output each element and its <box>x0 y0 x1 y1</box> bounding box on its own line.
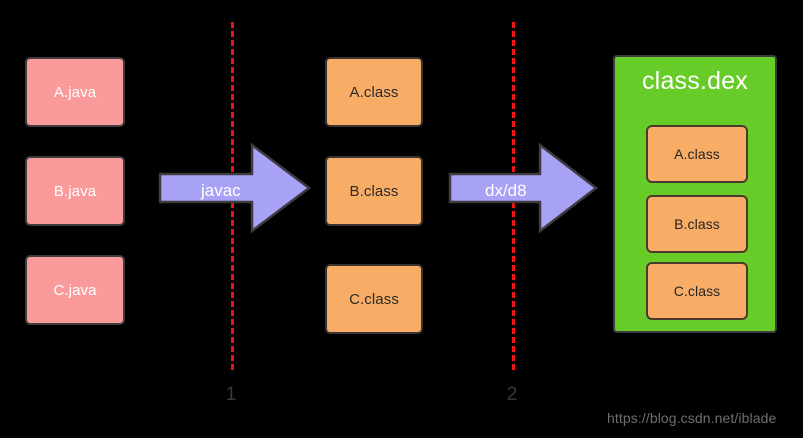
node-label: B.class <box>349 182 399 200</box>
divider-label-2: 2 <box>506 384 518 405</box>
node-label: A.class <box>349 83 399 101</box>
node-label: B.java <box>53 182 97 200</box>
dex-item-b-class[interactable]: B.class <box>646 195 748 253</box>
arrow-javac-label: javac <box>201 181 241 200</box>
node-label: C.class <box>673 283 721 299</box>
node-label: C.class <box>349 290 399 308</box>
node-label: A.java <box>53 83 97 101</box>
dex-title: class.dex <box>641 67 748 95</box>
arrow-dx-d8-label: dx/d8 <box>485 181 527 200</box>
node-a-java[interactable]: A.java <box>25 57 125 127</box>
node-label: A.class <box>674 146 720 162</box>
node-label: B.class <box>674 216 720 232</box>
node-c-class[interactable]: C.class <box>325 264 423 334</box>
arrow-dx-d8: dx/d8 <box>448 142 599 234</box>
dex-container[interactable]: class.dex A.class B.class C.class <box>613 55 777 333</box>
node-b-java[interactable]: B.java <box>25 156 125 226</box>
node-a-class[interactable]: A.class <box>325 57 423 127</box>
arrow-javac-shape <box>158 142 312 234</box>
arrow-javac: javac <box>158 142 312 234</box>
arrow-dx-d8-shape <box>448 142 599 234</box>
node-label: C.java <box>53 281 97 299</box>
dex-item-a-class[interactable]: A.class <box>646 125 748 183</box>
node-c-java[interactable]: C.java <box>25 255 125 325</box>
divider-label-1: 1 <box>225 384 237 405</box>
watermark: https://blog.csdn.net/iblade <box>607 410 777 426</box>
dex-item-c-class[interactable]: C.class <box>646 262 748 320</box>
node-b-class[interactable]: B.class <box>325 156 423 226</box>
